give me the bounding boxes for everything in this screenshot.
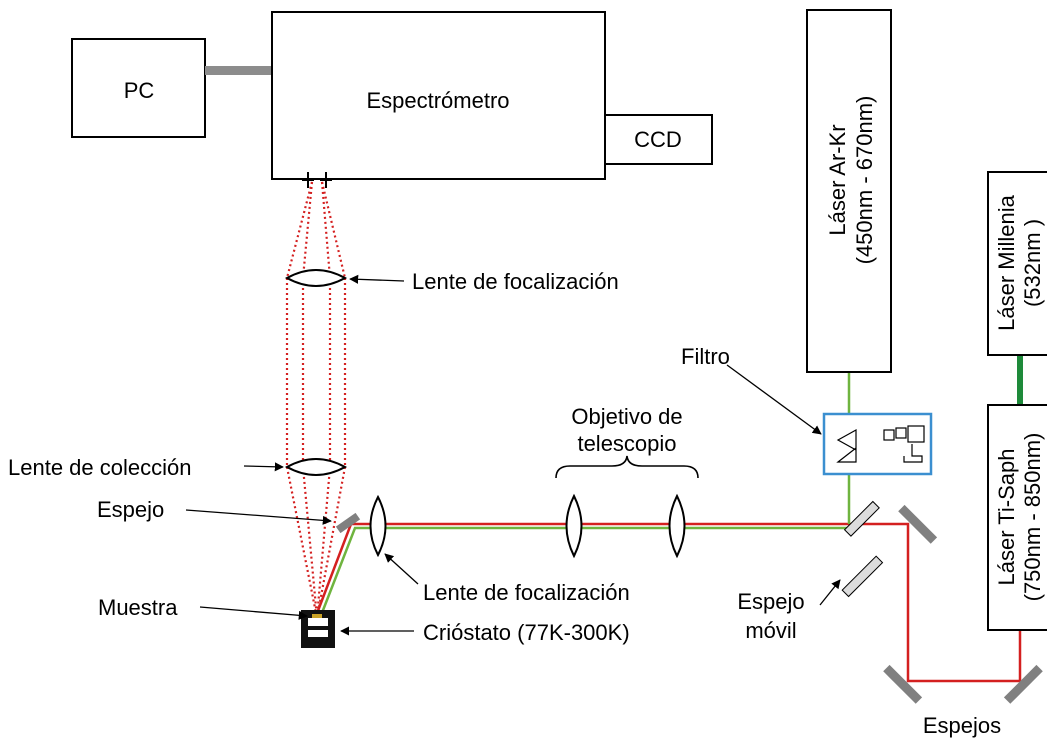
laser-tisaph-box: Láser Ti-Saph (750nm - 850nm) bbox=[987, 404, 1047, 631]
mirror-icon bbox=[335, 512, 361, 534]
arrow-mirror bbox=[185, 509, 332, 525]
movable-mirror-upper bbox=[843, 500, 880, 537]
label-mirrors: Espejos bbox=[923, 713, 1001, 738]
label-focus-lens-bottom: Lente de focalización bbox=[423, 580, 630, 605]
label-collection-lens: Lente de colección bbox=[8, 455, 191, 480]
label-movable-mirror-line1: Espejo bbox=[737, 589, 804, 614]
label-sample: Muestra bbox=[98, 595, 178, 620]
filter-icon bbox=[822, 412, 933, 476]
laser-millenia-name: Láser Millenia bbox=[994, 194, 1019, 330]
arrow-filter bbox=[726, 364, 822, 435]
spectrometer-box: Espectrómetro bbox=[271, 11, 606, 180]
pc-spectrometer-cable bbox=[205, 66, 272, 75]
label-mirror: Espejo bbox=[97, 497, 164, 522]
telescope-brace bbox=[555, 455, 699, 479]
label-movable-mirror-line2: móvil bbox=[745, 618, 796, 643]
focusing-lens-top bbox=[284, 269, 348, 287]
collected-light-cone bbox=[285, 181, 347, 619]
label-focus-lens-top: Lente de focalización bbox=[412, 269, 619, 294]
pc-label: PC bbox=[124, 78, 155, 103]
spectrometer-label: Espectrómetro bbox=[366, 88, 509, 113]
telescope-lens-2 bbox=[668, 493, 686, 559]
arrow-focus-lens-bottom bbox=[384, 553, 419, 585]
mirror-bottom-right bbox=[1003, 664, 1043, 704]
mirror-bottom-left bbox=[883, 664, 923, 704]
label-telescope-line2: telescopio bbox=[577, 431, 676, 456]
arrow-focus-lens-top bbox=[349, 274, 405, 284]
arrow-sample bbox=[199, 606, 308, 620]
arrow-movable-mirror bbox=[819, 579, 841, 606]
ccd-box: CCD bbox=[604, 114, 713, 165]
pc-box: PC bbox=[71, 38, 206, 138]
label-filter: Filtro bbox=[681, 344, 730, 369]
laser-arkr-range: (450nm - 670nm) bbox=[852, 96, 877, 265]
mirror-top-right bbox=[898, 504, 938, 544]
collection-lens bbox=[284, 458, 348, 476]
label-telescope-line1: Objetivo de bbox=[571, 404, 682, 429]
laser-millenia-range: (532nm ) bbox=[1020, 219, 1045, 307]
millenia-pump-beam bbox=[1017, 355, 1023, 405]
label-cryostat: Crióstato (77K-300K) bbox=[423, 620, 630, 645]
ccd-label: CCD bbox=[634, 127, 682, 152]
movable-mirror-lower bbox=[841, 555, 884, 598]
laser-millenia-box: Láser Millenia (532nm ) bbox=[987, 171, 1047, 356]
slit-icon bbox=[302, 172, 332, 188]
arrow-collection-lens bbox=[243, 462, 284, 472]
laser-arkr-name: Láser Ar-Kr bbox=[825, 124, 850, 235]
laser-tisaph-range: (750nm - 850nm) bbox=[1020, 433, 1045, 602]
laser-arkr-box: Láser Ar-Kr (450nm - 670nm) bbox=[806, 9, 892, 373]
telescope-lens-1 bbox=[565, 493, 583, 559]
laser-tisaph-name: Láser Ti-Saph bbox=[994, 449, 1019, 586]
focusing-lens-bottom bbox=[369, 494, 387, 558]
